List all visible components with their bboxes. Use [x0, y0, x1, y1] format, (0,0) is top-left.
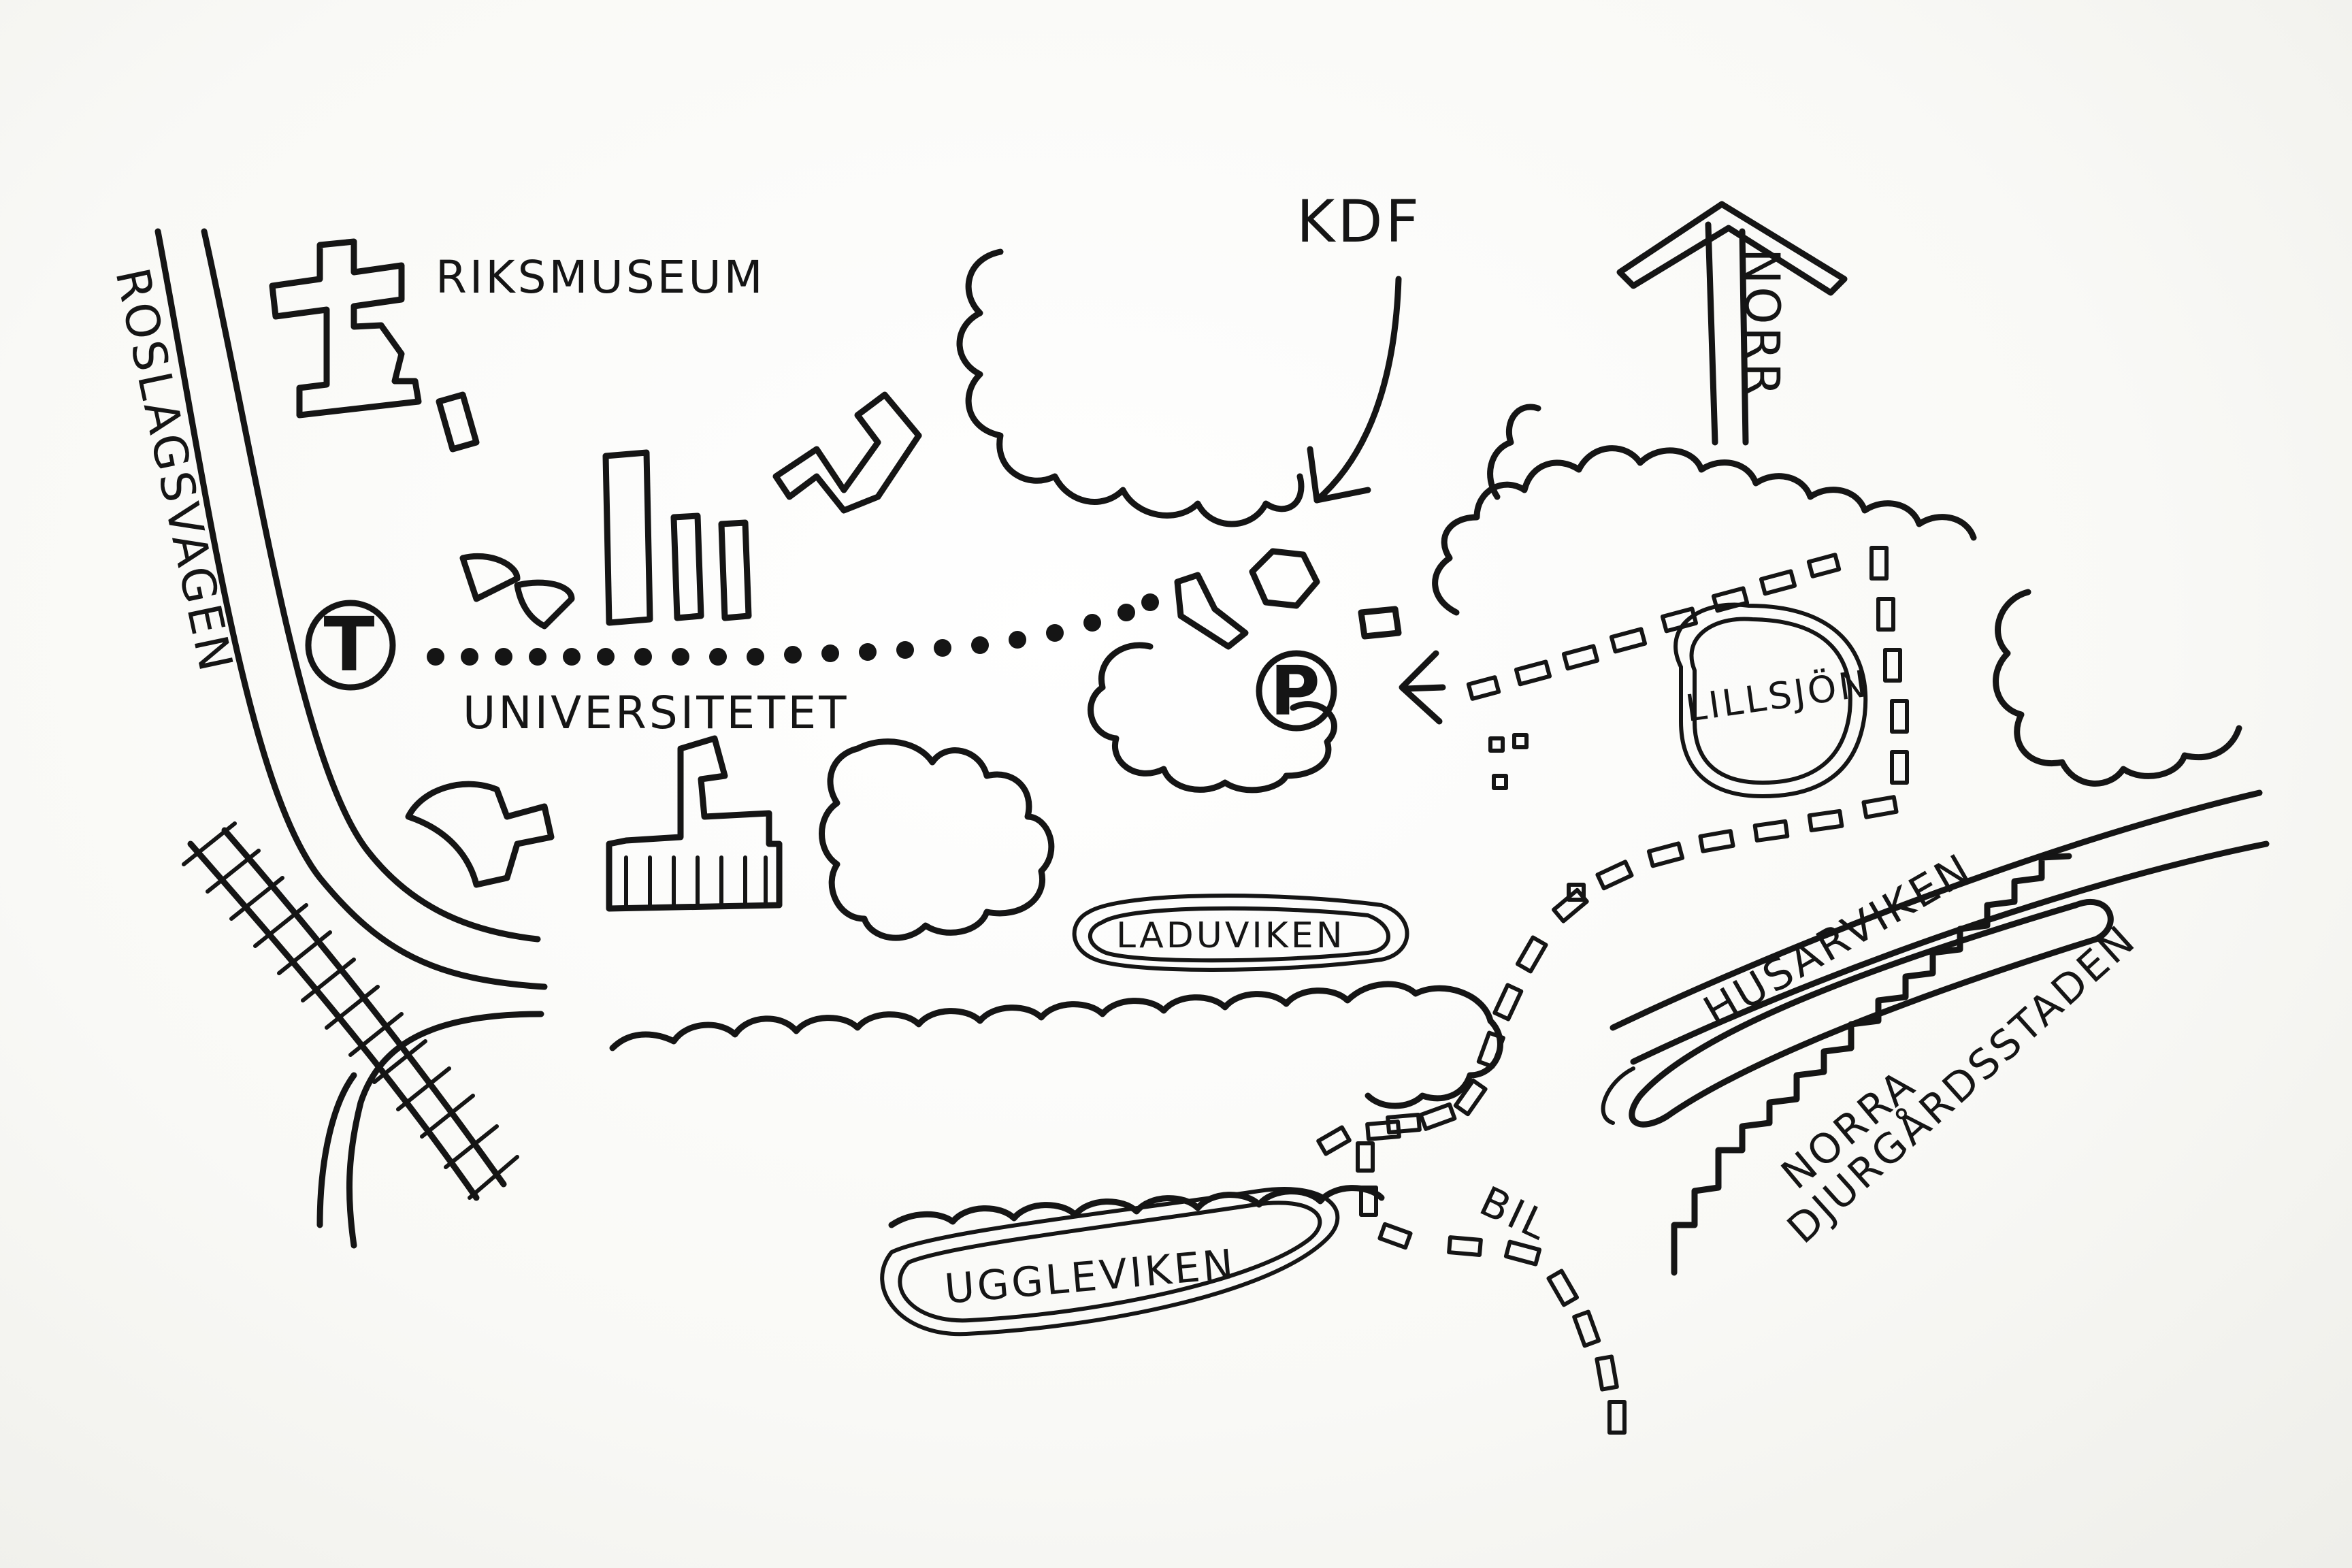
subway-symbol: T — [323, 601, 377, 688]
laduviken-label: LADUVIKEN — [1116, 915, 1345, 956]
uggleviken-label: UGGLEVIKEN — [943, 1241, 1238, 1313]
entry-arrow-icon — [1399, 650, 1446, 725]
riksmuseum-label: RIKSMUSEUM — [436, 251, 766, 304]
university-buildings — [405, 391, 922, 912]
norr-label: NORR — [1734, 248, 1790, 399]
forest-east — [1432, 404, 1977, 616]
kdf-hexagon-icon — [1249, 548, 1320, 609]
husarviken-bay — [1601, 789, 2270, 1128]
universitetet-label: UNIVERSITETET — [463, 687, 849, 739]
bil-label: BIL — [1473, 1177, 1557, 1251]
forest-center — [1088, 642, 1337, 794]
forest-middle — [819, 738, 1055, 941]
north-arrow-icon — [1616, 201, 1848, 446]
car-road — [1316, 546, 1909, 1435]
uggleviken-lake — [880, 1187, 1340, 1337]
forest-south — [609, 981, 1503, 1109]
riksmuseum-building — [269, 238, 480, 453]
roslagsvagen-road — [154, 228, 548, 1249]
forest-uggleviken — [888, 1185, 1385, 1228]
walking-route — [427, 593, 1159, 666]
kdf-building — [1174, 572, 1249, 650]
lillsjon-label: LILLSJÖN — [1683, 662, 1872, 730]
forest-far-east — [1993, 589, 2242, 787]
parking-icon: P — [1256, 650, 1337, 732]
railway-icon — [182, 821, 519, 1201]
subway-icon: T — [305, 600, 396, 691]
small-building — [1358, 606, 1402, 640]
parking-symbol: P — [1270, 651, 1322, 731]
kdf-label: KDF — [1296, 188, 1422, 256]
kdf-arrow — [1307, 276, 1402, 504]
laduviken-lake — [1072, 894, 1409, 972]
forest-north — [956, 248, 1305, 527]
norra-djurgardsstaden-edge — [1671, 853, 2072, 1276]
